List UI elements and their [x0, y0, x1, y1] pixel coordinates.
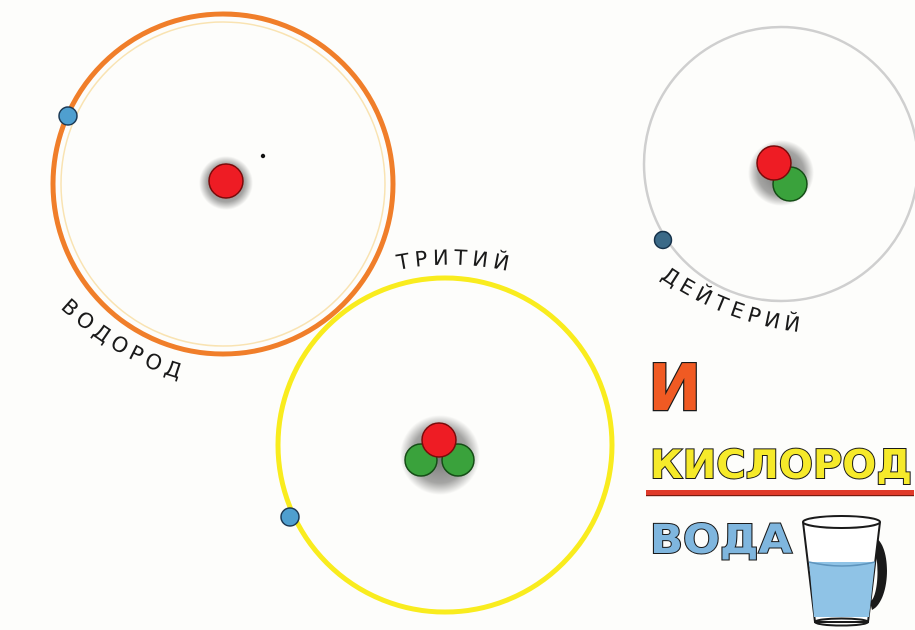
equation-divider	[646, 490, 914, 495]
deuterium-electron	[655, 232, 672, 249]
tritium-label: ТРИТИЙ	[394, 245, 517, 276]
hydrogen-electron	[59, 107, 77, 125]
oxygen-word: КИСЛОРОД	[650, 443, 912, 488]
stray-dot	[261, 154, 265, 158]
hydrogen-label: ВОДОРОД	[57, 294, 190, 385]
water-word: ВОДА	[650, 517, 792, 563]
glass-water	[809, 562, 875, 617]
tritium-atom: ТРИТИЙ	[278, 245, 612, 612]
tritium-electron	[281, 508, 299, 526]
glass-of-water-icon	[803, 516, 887, 626]
hydrogen-atom: ВОДОРОД	[53, 14, 393, 385]
tritium-proton	[422, 423, 456, 457]
hydrogen-proton	[209, 164, 243, 198]
equation-block: И КИСЛОРОД ВОДА	[646, 352, 914, 626]
deuterium-atom: ДЕЙТЕРИЙ	[644, 27, 915, 338]
deuterium-proton	[757, 146, 791, 180]
and-word: И	[648, 352, 702, 426]
